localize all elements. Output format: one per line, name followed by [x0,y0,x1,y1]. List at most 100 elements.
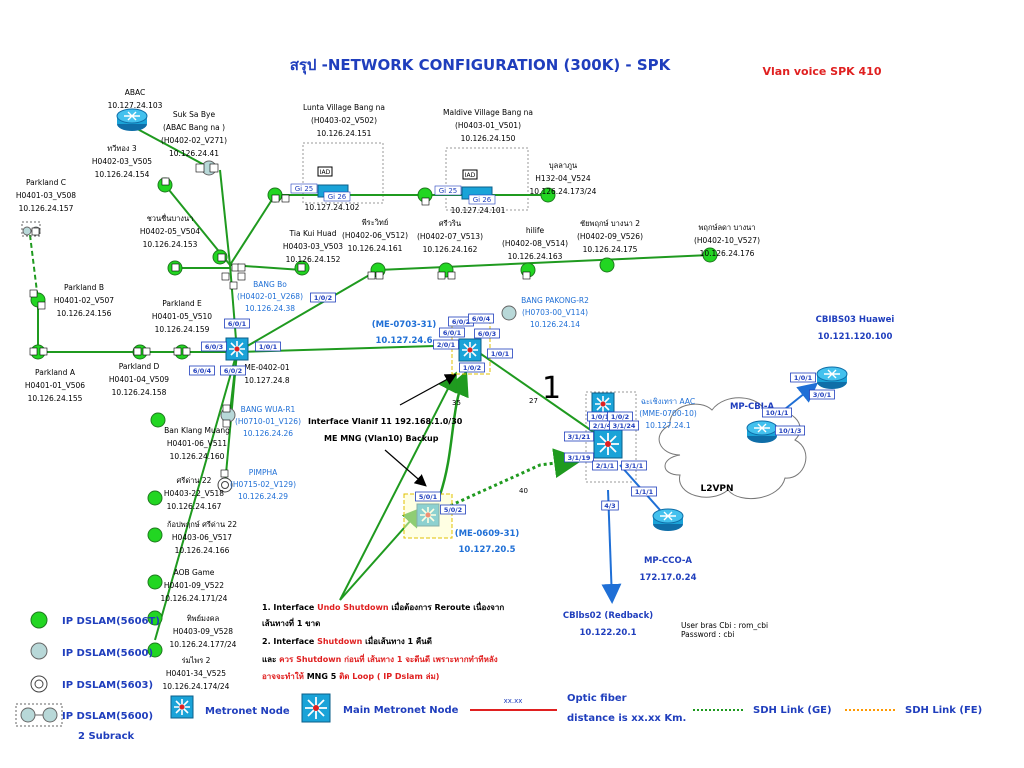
port-label: 3/1/1 [625,462,644,470]
gi-label: Gi 25 [295,185,314,193]
node-label-chaiyaphruek22: ก้อปพฤกษ์ ศรีด่าน 22 [167,520,237,529]
node-label-aob: AOB Game [174,568,215,577]
port-label: 1/0/1 [491,350,510,358]
blue-label-bang-pakong: (H0703-00_V114) [522,308,588,317]
router-label-mp-cco-a: MP-CCO-A [644,556,692,566]
node-label-chuanchuen2: ชัยพฤกษ์ บางนา 2 [580,219,640,228]
instruction-line-3: 2. Interface Shutdown เมื่อเส้นทาง 1 คืน… [262,635,432,646]
port-label: 5/0/1 [419,493,438,501]
port-label: 3/0/1 [813,391,832,399]
node-label-sriwarin: (H0402-07_V513) [417,232,483,241]
gi-label: Gi 26 [473,196,492,204]
main-node-box [585,391,637,483]
node-label-lunta: (H0403-02_V502) [311,116,377,125]
metronet-node[interactable] [225,337,249,361]
node-label-sriwan22: 10.126.24.167 [167,502,222,511]
blue-label-bang-pakong: 10.126.24.14 [530,320,580,329]
dslam5603-node[interactable] [217,477,233,493]
interface-note: Interface Vlanif 11 192.168.1.0/30 [308,417,463,426]
svg-text:Main Metronet Node: Main Metronet Node [343,705,459,716]
node-label-hilife: hilife [526,226,545,235]
port-label: 1/0/2 [463,364,481,372]
legend: IP DSLAM(5606T) IP DSLAM(5600) IP DSLAM(… [15,611,982,742]
svg-text:2 Subrack: 2 Subrack [78,731,135,742]
port-label: 3/1/19 [568,454,591,462]
node-label-ban-klang: 10.126.24.160 [170,452,225,461]
blue-label-bang-wua: BANG WUA-R1 [241,405,296,414]
node-label-chuan-chuen: H0402-05_V504 [140,227,200,236]
blue-label-bang-wua: (H0710-01_V126) [235,417,301,426]
node-label-chuan-chuen: ชวนชื่นบางนา [147,213,194,223]
svg-text:SDH Link (GE): SDH Link (GE) [753,705,832,716]
node-label-phruksa: 10.126.24.176 [700,249,755,258]
port-label: 1/0/2 [611,413,629,421]
node-label-maldive: 10.126.24.150 [461,134,516,143]
link-number: 27 [529,397,538,405]
node-label-lunta: 10.126.24.151 [317,129,372,138]
note-arrow [399,373,458,406]
port-label: 6/0/3 [205,343,223,351]
cbibs03-router[interactable] [816,366,848,390]
mp-cco-a-router[interactable] [652,508,684,532]
node-label-parkland-e: 10.126.24.159 [155,325,210,334]
node-label-parkland-c: H0401-03_V508 [16,191,76,200]
node-label-maldive: (H0403-01_V501) [455,121,521,130]
reroute-arrow [438,370,469,496]
svg-text:Optic fiber: Optic fiber [567,693,627,704]
node-label-chuanchuen2: (H0402-09_V526) [577,232,643,241]
port-label: 6/0/4 [472,315,491,323]
node-label-parkland-b: H0401-02_V507 [54,296,114,305]
metronet-node[interactable] [458,338,482,362]
node-label-thipmongkol: ทิพย์มงคล [187,614,220,623]
node-label-suk-sa-bye: Suk Sa Bye [173,110,216,119]
instruction-line-1: 1. Interface Undo Shutdown เมื่อต้องการ … [262,601,504,612]
node-label-parkland-e: Parkland E [162,299,202,308]
route-number: 1 [542,371,561,406]
node-label-suk-sa-bye: (H0402-02_V271) [161,136,227,145]
main-metronet-node[interactable] [593,429,623,459]
svg-text:IP DSLAM(5600): IP DSLAM(5600) [62,711,153,722]
instruction-line-2: เส้นทางที่ 1 ขาด [262,617,320,628]
gi-label: Gi 25 [439,187,458,195]
mp-cbi-a-router[interactable] [746,420,778,444]
node-label-sriwarin: ศรีวริน [439,219,461,228]
iad-box [317,166,333,177]
node-label-thipmongkol: 10.126.24.177/24 [170,640,237,649]
node-label-chaiyaphruek22: H0403-06_V517 [172,533,232,542]
node-label-tia-kui: Tia Kui Huad [289,229,337,238]
page-title: สรุป -NETWORK CONFIGURATION (300K) - SPK [290,56,672,75]
node-label-rommai2: 10.126.24.174/24 [163,682,230,691]
node-label-chaiyaphruek22: 10.126.24.166 [175,546,230,555]
iad-label: IAD [320,169,331,176]
instruction-line-4: และ ควร Shutdown ก่อนที่ เส้นทาง 1 จะดีน… [262,653,498,664]
node-label-aob: 10.126.24.171/24 [161,594,228,603]
port-label: 3/1/21 [568,433,591,441]
abac-switch[interactable] [116,108,148,132]
port-label: 6/0/3 [478,330,496,338]
router-labels: CBIBS03 Huawei10.121.120.100MP-CBI-AMP-C… [563,315,895,638]
port-label: 6/0/1 [228,320,247,328]
node-label-aob: H0401-09_V522 [164,581,224,590]
link-number: 35 [452,399,461,407]
node-label-sriwarin: 10.126.24.162 [423,245,478,254]
node-label-parkland-a: H0401-01_V506 [25,381,85,390]
gi-label: Gi 26 [328,193,347,201]
node-label-suk-sa-bye: 10.126.24.41 [169,149,219,158]
login-user: User bras Cbi : rom_cbi [681,621,768,630]
node-label-parkland-a: 10.126.24.155 [28,394,83,403]
node-label-thawi-thong3: ทวีทอง 3 [107,144,137,153]
node-label-parkland-d: 10.126.24.158 [112,388,167,397]
node-label-tia-kui: 10.126.24.152 [286,255,341,264]
port-label: 4/3 [604,502,615,510]
node-label-ban-klang: H0401-06_V511 [167,439,227,448]
dashed-link [29,234,39,301]
port-label: 6/0/4 [193,367,212,375]
node-label-sriwan22: H0403-22_V518 [164,489,224,498]
port-label: 1/0/1 [259,343,278,351]
svg-text:IP DSLAM(5606T): IP DSLAM(5606T) [62,616,160,627]
svg-text:SDH Link (FE): SDH Link (FE) [905,705,982,716]
blue-label-me0609: (ME-0609-31) [455,529,520,539]
